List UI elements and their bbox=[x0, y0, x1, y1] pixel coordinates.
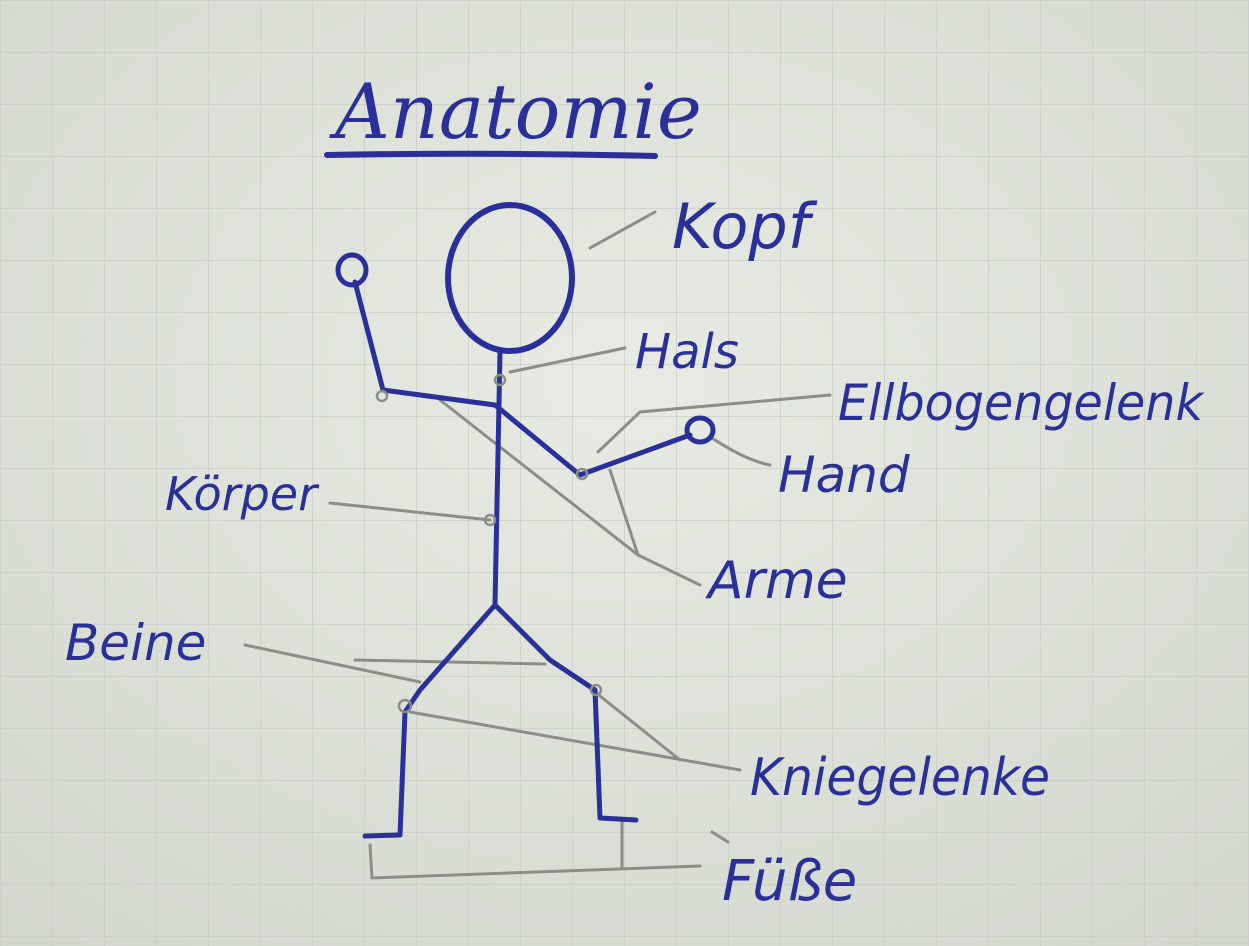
label-neck: Hals bbox=[635, 324, 739, 380]
joint-marks bbox=[375, 373, 603, 714]
neck-joint bbox=[493, 373, 507, 387]
head-circle bbox=[445, 202, 575, 354]
label-head: Kopf bbox=[672, 190, 818, 263]
label-elbow: Ellbogengelenk bbox=[838, 374, 1205, 432]
knee-joint-right bbox=[589, 683, 603, 697]
labels: Kopf Hals Ellbogengelenk Hand Körper Arm… bbox=[65, 190, 1205, 914]
left-hand bbox=[335, 252, 369, 288]
label-legs: Beine bbox=[65, 614, 206, 672]
right-arm bbox=[492, 402, 693, 478]
body-joint bbox=[483, 513, 497, 527]
right-hand bbox=[684, 415, 716, 445]
elbow-joint-right bbox=[575, 467, 589, 481]
title-underline bbox=[324, 150, 658, 159]
right-leg bbox=[492, 602, 639, 823]
label-hand: Hand bbox=[778, 446, 910, 504]
label-arms: Arme bbox=[705, 551, 848, 611]
label-body: Körper bbox=[165, 467, 320, 521]
leader-lines bbox=[243, 210, 832, 880]
knee-joint-left bbox=[397, 698, 413, 714]
label-knees: Kniegelenke bbox=[750, 748, 1050, 808]
label-feet: Füße bbox=[722, 849, 857, 914]
neck-torso-line bbox=[492, 349, 503, 608]
page-title: Anatomie bbox=[329, 67, 702, 156]
elbow-joint-left bbox=[375, 389, 389, 403]
